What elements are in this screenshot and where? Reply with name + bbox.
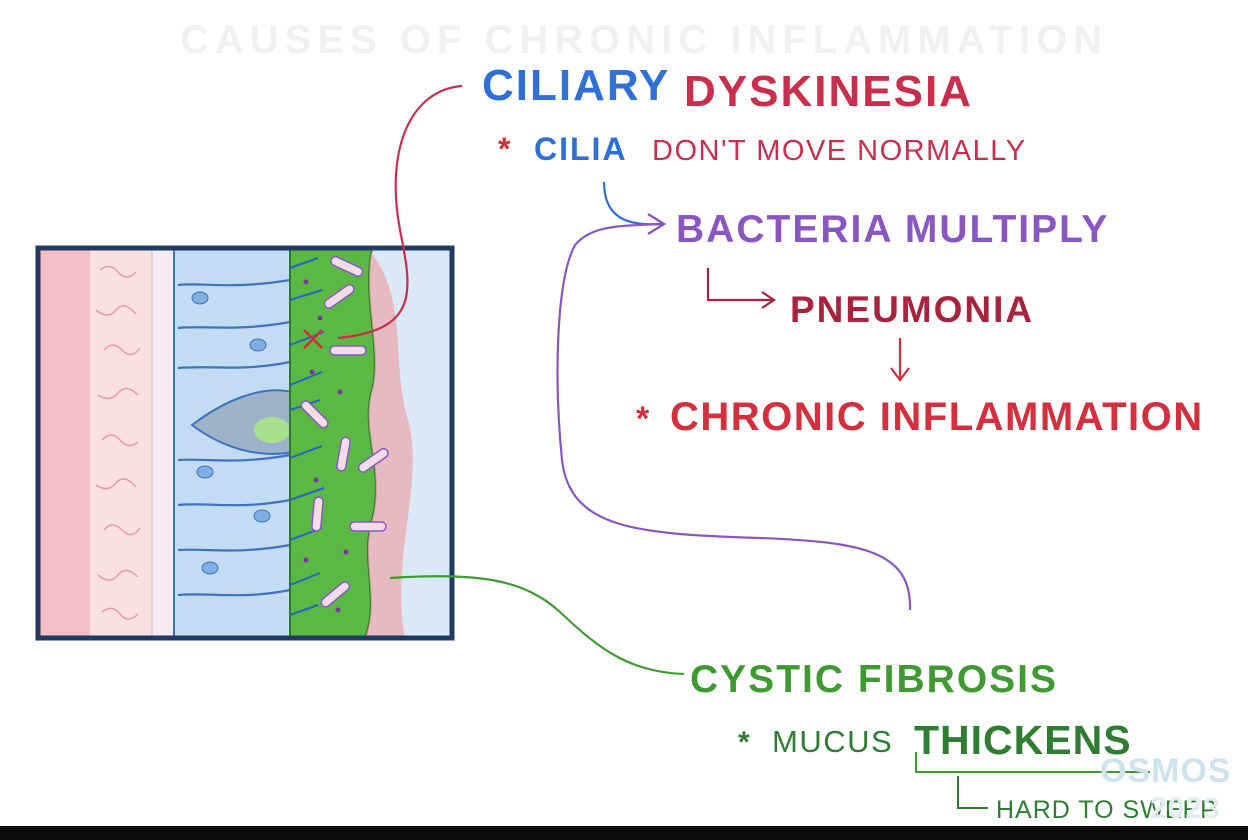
x-mark-icon (303, 329, 323, 349)
outer-tissue-layer (38, 248, 90, 638)
ciliary-connector-line (337, 84, 463, 340)
cell-borders (177, 278, 291, 597)
osmosis-watermark: OSMOS (1100, 752, 1232, 790)
cilia-word: CILIA (534, 131, 628, 167)
pneumonia-arrowhead-icon (761, 291, 776, 309)
ghost-header: CAUSES OF CHRONIC INFLAMMATION (180, 18, 1109, 62)
collagen-fibers (95, 265, 141, 620)
bottom-edge-bar (0, 826, 1248, 840)
bacteria (300, 255, 389, 608)
bacteria-arrowhead-icon (647, 212, 667, 236)
dyskinesia-word: DYSKINESIA (684, 67, 973, 116)
mucus-particles (303, 279, 349, 613)
tissue-frame (35, 245, 455, 641)
bacteria-to-pneumonia-arrow (706, 268, 772, 302)
thickens-underline (915, 752, 1150, 773)
basement-membrane (151, 248, 175, 638)
asterisk-icon: * (738, 726, 750, 759)
goblet-secretion (254, 417, 290, 443)
asterisk-icon: * (636, 400, 650, 438)
mucus-word: MUCUS (772, 724, 893, 759)
hard-to-sweep-text: HARD TO SWEEP (996, 796, 1218, 824)
cystic-connector-line (389, 575, 685, 676)
airway-tissue-panel (38, 248, 452, 638)
hard-to-sweep-bracket (957, 776, 988, 809)
pneumonia-label: PNEUMONIA (790, 289, 1034, 330)
watermark-year: 2023 (1150, 792, 1221, 825)
chronic-inflammation-label: CHRONIC INFLAMMATION (670, 395, 1204, 439)
bacteria-multiply-label: BACTERIA MULTIPLY (676, 208, 1109, 251)
cystic-to-bacteria-arrow (556, 222, 912, 611)
cell-nuclei (191, 291, 271, 575)
pneumonia-to-chronic-arrow (890, 338, 910, 382)
inflamed-edge (365, 248, 413, 638)
thickens-word: THICKENS (914, 717, 1132, 763)
cystic-fibrosis-label: CYSTIC FIBROSIS (690, 658, 1058, 701)
asterisk-icon: * (498, 131, 511, 167)
cilia (289, 257, 325, 616)
dont-move-normally-text: DON'T MOVE NORMALLY (652, 135, 1027, 167)
ciliary-word: CILIARY (482, 61, 670, 110)
